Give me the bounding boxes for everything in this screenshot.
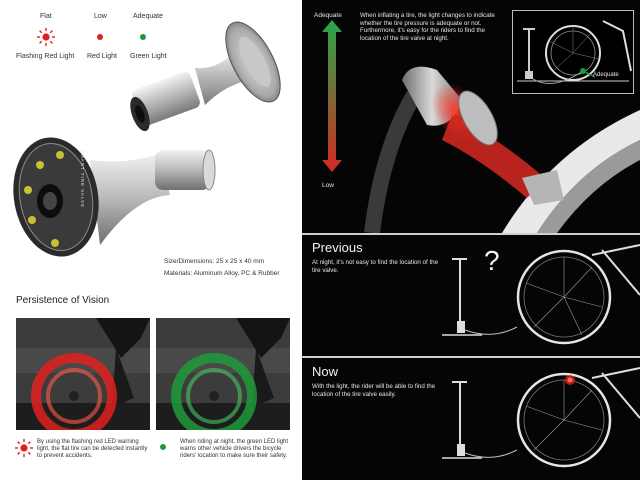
legend-green-light: Green Light bbox=[130, 53, 167, 60]
inflate-panel: Adequate Low When inflating a tire, the … bbox=[302, 0, 640, 233]
now-panel: Now With the light, the rider will be ab… bbox=[302, 358, 640, 480]
flashing-red-light-icon bbox=[37, 28, 55, 46]
right-panel: Adequate Low When inflating a tire, the … bbox=[302, 0, 640, 480]
previous-panel: Previous At night, it's not easy to find… bbox=[302, 235, 640, 356]
now-text: With the light, the rider will be able t… bbox=[312, 383, 436, 398]
cap-ring-text: SMART TIRE VALVE bbox=[80, 150, 85, 209]
legend-flat-label: Flat bbox=[40, 13, 52, 20]
low-label: Low bbox=[322, 182, 334, 189]
inflate-description: When inflating a tire, the light changes… bbox=[360, 12, 495, 42]
pressure-arrow-icon bbox=[322, 20, 342, 172]
green-caption: When riding at night, the green LED ligh… bbox=[180, 439, 289, 460]
valve-cap-render-top bbox=[130, 21, 281, 132]
materials-text: Materials: Aluminum Alloy, PC & Rubber bbox=[164, 270, 280, 277]
valve-cap-render-bottom bbox=[13, 137, 216, 257]
legend-adequate-label: Adequate bbox=[133, 13, 163, 20]
red-caption: By using the flashing red LED warning li… bbox=[37, 439, 148, 460]
red-wheel-photo bbox=[16, 318, 150, 430]
persistence-title: Persistence of Vision bbox=[16, 295, 110, 306]
question-mark: ? bbox=[484, 245, 500, 276]
adequate-label: Adequate bbox=[314, 12, 342, 19]
left-panel: Flat Low Adequate Flashing Red Light Red… bbox=[0, 0, 302, 480]
legend-low-label: Low bbox=[94, 13, 107, 20]
divider-1 bbox=[302, 233, 640, 235]
red-light-icon bbox=[97, 34, 103, 40]
previous-title: Previous bbox=[312, 240, 363, 255]
inset-diagram bbox=[512, 10, 634, 94]
divider-2 bbox=[302, 356, 640, 358]
previous-text: At night, it's not easy to find the loca… bbox=[312, 259, 439, 274]
legend-red-light: Red Light bbox=[87, 53, 117, 60]
now-title: Now bbox=[312, 364, 339, 379]
green-wheel-photo bbox=[156, 318, 290, 430]
legend-flashing-red: Flashing Red Light bbox=[16, 53, 75, 60]
green-light-icon bbox=[140, 34, 146, 40]
size-dimensions-text: Size/Dimensions: 25 x 25 x 40 mm bbox=[164, 258, 265, 265]
flashing-red-caption-icon bbox=[15, 439, 33, 457]
inset-adequate-label: Adequate bbox=[593, 72, 619, 78]
green-caption-icon bbox=[160, 444, 166, 450]
